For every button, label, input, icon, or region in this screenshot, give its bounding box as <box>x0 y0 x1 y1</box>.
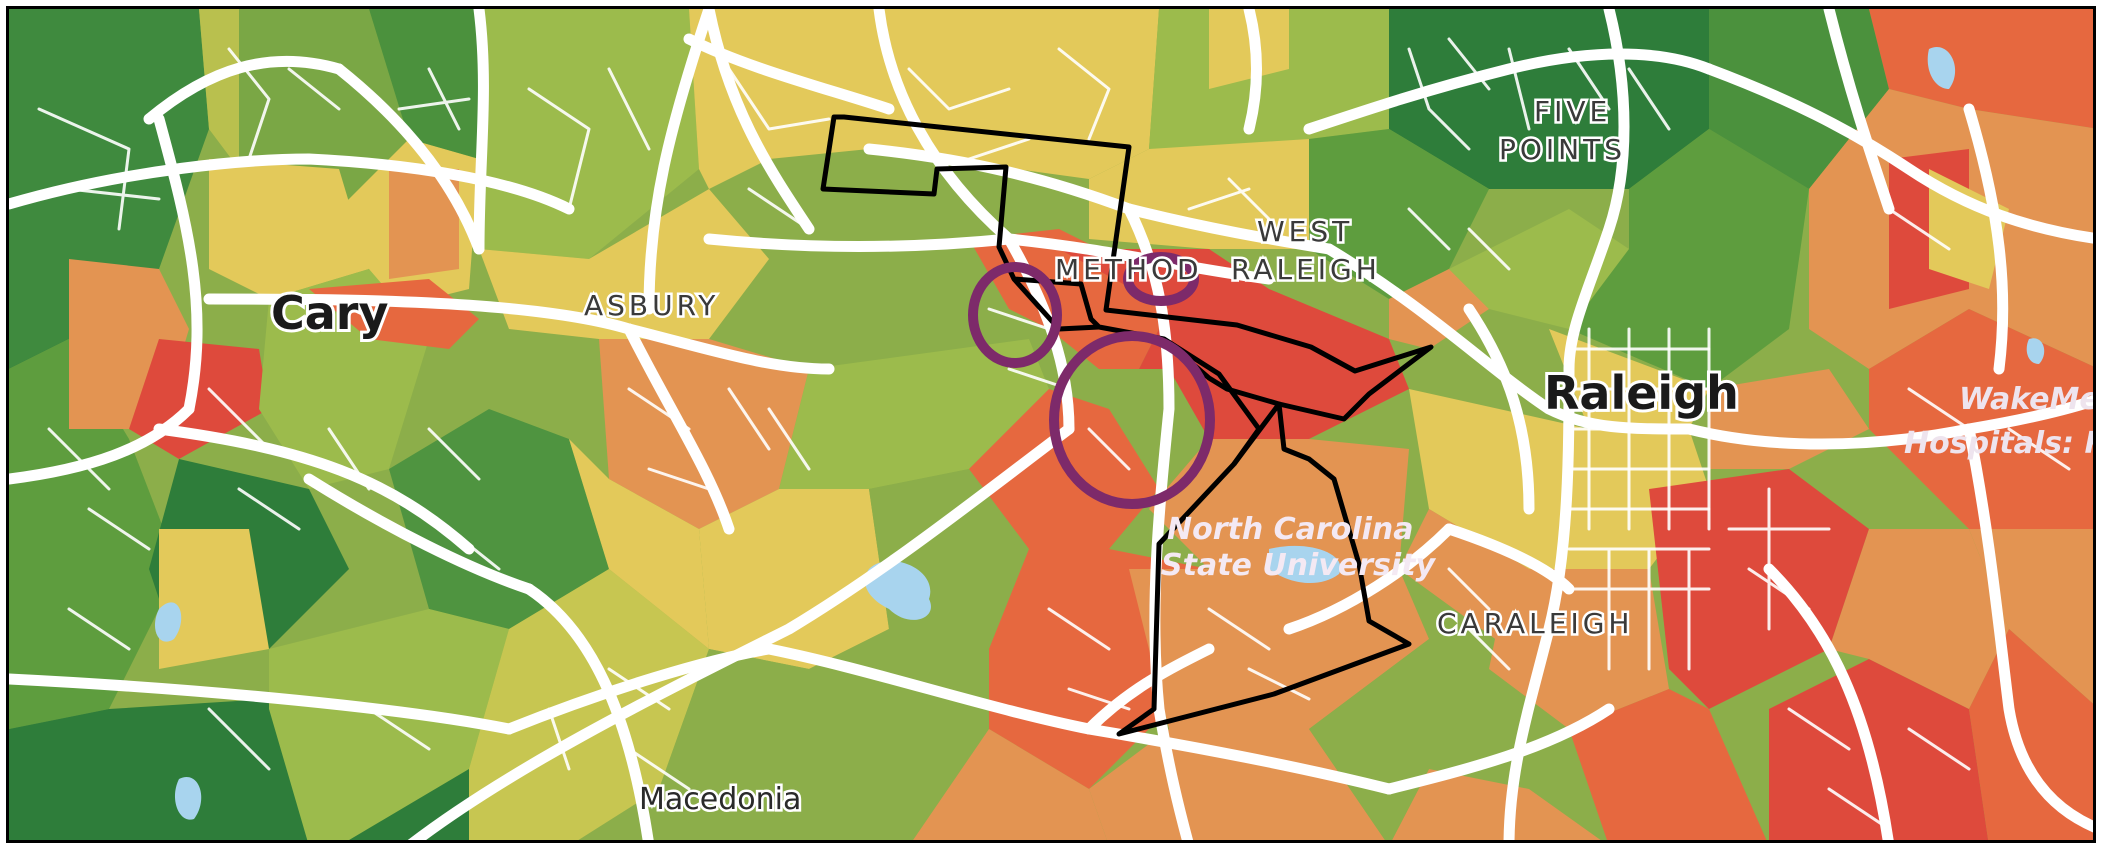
label-five-points-1: FIVE <box>1534 95 1611 128</box>
label-five-points-2: POINTS <box>1499 133 1626 166</box>
place-labels: Cary ASBURY METHOD WEST RALEIGH FIVE POI… <box>268 93 2096 820</box>
major-roads <box>9 9 2093 840</box>
label-ncsu-1: North Carolina <box>1167 512 1414 547</box>
label-macedonia: Macedonia <box>639 782 801 817</box>
highlight-rings <box>968 252 1215 509</box>
color-zones <box>9 9 2093 840</box>
circle-marker-icon[interactable] <box>1049 331 1215 509</box>
label-ncsu-2: State University <box>1161 548 1437 583</box>
label-west-raleigh-2: RALEIGH <box>1231 253 1381 286</box>
circle-marker-icon[interactable] <box>1123 252 1199 306</box>
label-wakemed-1: WakeMed <box>1959 382 2096 417</box>
label-raleigh: Raleigh <box>1544 366 1739 420</box>
label-asbury: ASBURY <box>584 289 719 322</box>
label-west-raleigh-1: WEST <box>1257 215 1353 248</box>
label-method: METHOD <box>1055 253 1203 286</box>
label-caraleigh: CARALEIGH <box>1437 607 1633 640</box>
water-bodies <box>154 47 2045 820</box>
map-frame[interactable]: Cary ASBURY METHOD WEST RALEIGH FIVE POI… <box>6 6 2096 843</box>
circle-marker-icon[interactable] <box>968 262 1062 368</box>
heat-map[interactable]: Cary ASBURY METHOD WEST RALEIGH FIVE POI… <box>9 9 2096 843</box>
label-wakemed-2: Hospitals: Ra <box>1904 426 2096 461</box>
label-cary: Cary <box>271 286 388 340</box>
